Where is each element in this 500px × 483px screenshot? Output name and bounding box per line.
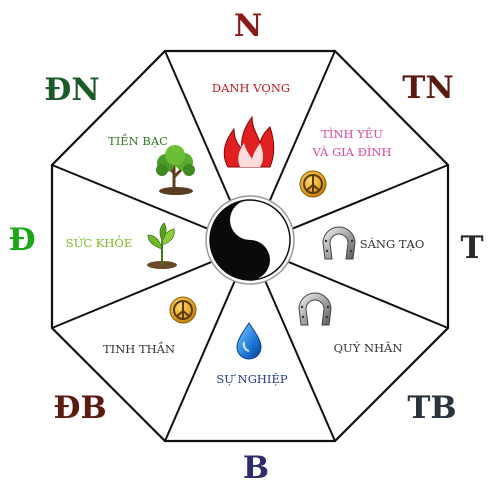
direction-t: T [460, 230, 483, 266]
peace-icon [169, 296, 197, 324]
direction-dn: ĐN [44, 72, 99, 108]
sector-label-danh-vong: DANH VỌNG [212, 81, 290, 95]
horseshoe-icon [298, 292, 332, 326]
sector-label-tinh-yeu-line2: VÀ GIA ĐÌNH [311, 145, 391, 159]
sector-label-suc-khoe: SỨC KHỎE [66, 235, 132, 250]
water-drop-icon [236, 322, 262, 360]
horseshoe-icon [322, 226, 356, 260]
peace-icon [299, 170, 327, 198]
sector-label-quy-nhan: QUÝ NHÂN [334, 341, 403, 355]
direction-tb: TB [407, 390, 456, 426]
direction-b: B [243, 450, 269, 483]
direction-db: ĐB [53, 390, 106, 426]
tree-icon [156, 145, 195, 195]
seedling-icon [147, 222, 177, 269]
direction-n: N [234, 8, 262, 44]
sector-label-sang-tao: SÁNG TẠO [360, 237, 425, 251]
sector-label-su-nghiep: SỰ NGHIỆP [216, 372, 287, 386]
direction-tn: TN [402, 70, 453, 106]
sector-label-tinh-than: TINH THẦN [103, 341, 175, 356]
yin-yang-icon [205, 195, 295, 285]
direction-d: Đ [8, 222, 35, 258]
sector-label-tinh-yeu-line1: TÌNH YÊU [321, 127, 383, 141]
fire-icon [223, 115, 275, 168]
sector-label-tien-bac: TIỀN BẠC [108, 133, 168, 148]
